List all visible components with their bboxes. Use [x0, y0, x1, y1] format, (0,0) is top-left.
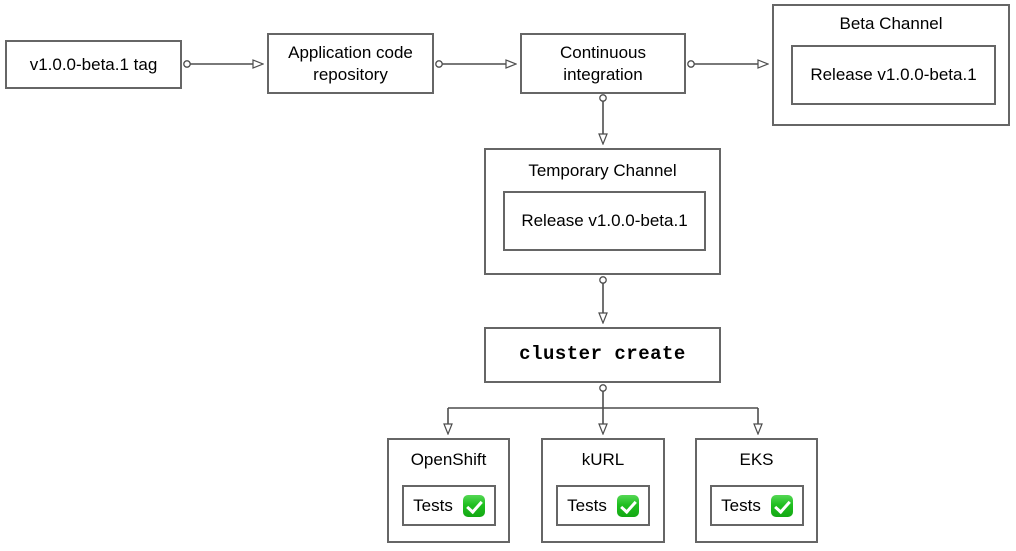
node-beta-channel-release-label: Release v1.0.0-beta.1 [810, 65, 977, 84]
node-tag[interactable]: v1.0.0-beta.1 tag [5, 40, 182, 89]
node-openshift[interactable]: OpenShift Tests [387, 438, 510, 543]
node-openshift-tests[interactable]: Tests [402, 485, 496, 526]
node-tag-label: v1.0.0-beta.1 tag [29, 54, 158, 74]
node-eks-tests[interactable]: Tests [710, 485, 804, 526]
node-kurl-tests[interactable]: Tests [556, 485, 650, 526]
green-check-icon [462, 494, 485, 517]
node-continuous-integration-label: Continuous integration [559, 43, 646, 84]
node-cluster-create-label: cluster create [519, 343, 686, 366]
node-eks-title: EKS [739, 450, 774, 469]
node-kurl-tests-label: Tests [567, 495, 607, 515]
node-application-code-repository[interactable]: Application code repository [267, 33, 434, 94]
node-beta-channel-title: Beta Channel [839, 14, 943, 33]
node-beta-channel[interactable]: Beta Channel Release v1.0.0-beta.1 [772, 4, 1010, 126]
node-temporary-channel-title: Temporary Channel [528, 161, 677, 180]
node-temporary-channel[interactable]: Temporary Channel Release v1.0.0-beta.1 [484, 148, 721, 275]
node-kurl[interactable]: kURL Tests [541, 438, 665, 543]
node-temporary-channel-release-label: Release v1.0.0-beta.1 [521, 211, 688, 230]
green-check-icon [616, 494, 639, 517]
node-temporary-channel-release[interactable]: Release v1.0.0-beta.1 [503, 191, 706, 251]
node-eks[interactable]: EKS Tests [695, 438, 818, 543]
node-application-code-repository-label: Application code repository [288, 43, 413, 84]
node-beta-channel-release[interactable]: Release v1.0.0-beta.1 [791, 45, 996, 105]
node-openshift-title: OpenShift [410, 450, 487, 469]
node-openshift-tests-label: Tests [413, 495, 453, 515]
node-eks-tests-label: Tests [721, 495, 761, 515]
node-continuous-integration[interactable]: Continuous integration [520, 33, 686, 94]
node-kurl-title: kURL [581, 450, 625, 469]
green-check-icon [770, 494, 793, 517]
node-cluster-create[interactable]: cluster create [484, 327, 721, 383]
